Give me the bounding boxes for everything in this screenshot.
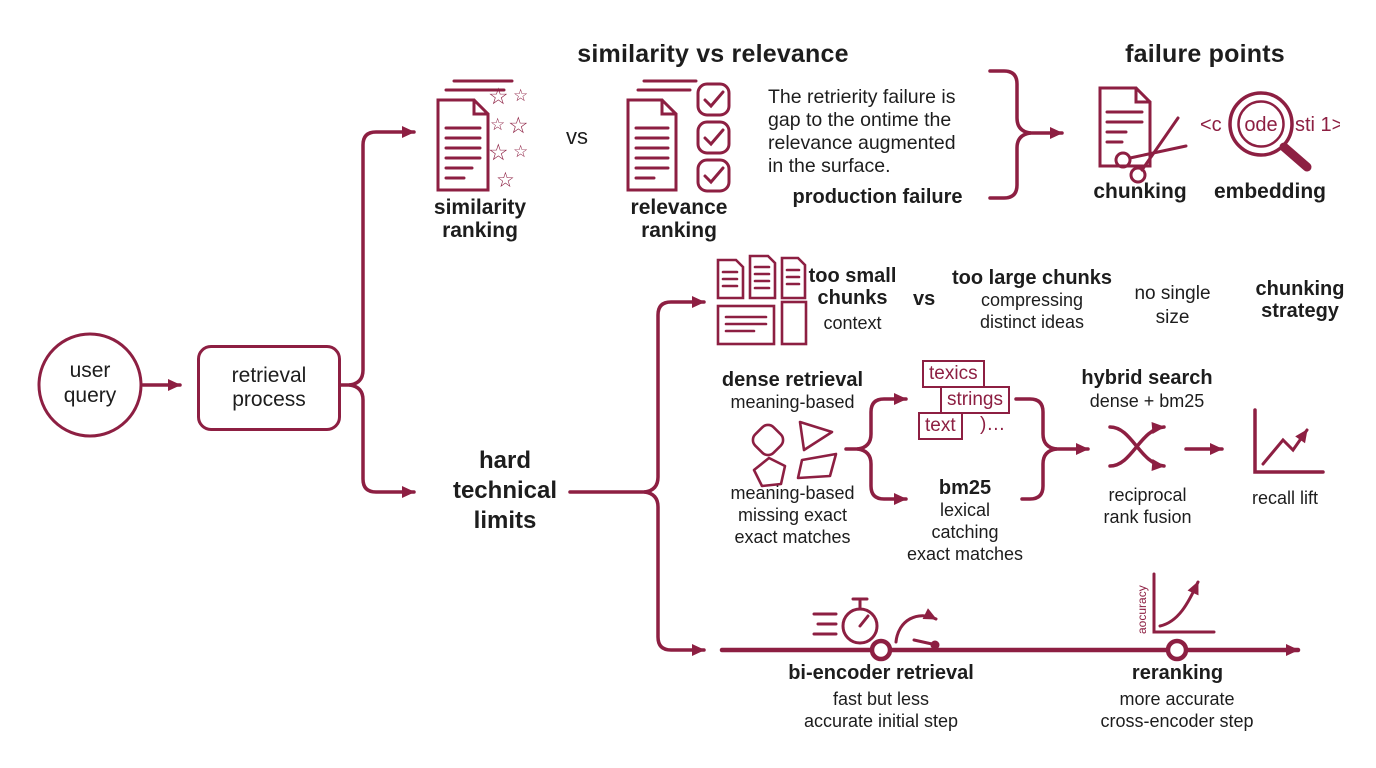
relevance-ranking-icon bbox=[626, 79, 731, 193]
too-large-chunks-label: too large chunks bbox=[951, 267, 1113, 289]
tag-suffix: )… bbox=[980, 414, 1006, 435]
svg-text:☆: ☆ bbox=[513, 142, 528, 162]
user-query-label: user query bbox=[63, 359, 117, 408]
production-failure-label: production failure bbox=[792, 186, 963, 208]
similarity-section-title: similarity vs relevance bbox=[577, 40, 849, 68]
svg-text:☆: ☆ bbox=[496, 168, 515, 192]
rank-fusion-icon bbox=[1108, 422, 1166, 471]
svg-text:☆: ☆ bbox=[488, 84, 509, 110]
svg-text:☆: ☆ bbox=[513, 86, 528, 106]
bm25-sub: lexical catching exact matches bbox=[906, 500, 1024, 564]
retrieval-process-label: retrieval process bbox=[231, 363, 307, 411]
vs-top-label: vs bbox=[566, 124, 588, 149]
similarity-ranking-icon: ☆☆ ☆☆ ☆☆ ☆ bbox=[436, 79, 529, 192]
hybrid-search-title: hybrid search bbox=[1081, 367, 1213, 389]
tag-strings: strings bbox=[940, 386, 1010, 414]
vs-chunks-label: vs bbox=[913, 288, 936, 310]
similarity-paragraph: The retrierity failure is gap to the ont… bbox=[768, 86, 956, 177]
svg-text:☆: ☆ bbox=[488, 140, 509, 166]
tag-text: text bbox=[918, 412, 963, 440]
relevance-ranking-label: relevance ranking bbox=[630, 196, 728, 243]
reranking-title: reranking bbox=[1131, 662, 1224, 684]
gauge-icon bbox=[894, 608, 940, 650]
rank-fusion-caption: reciprocal rank fusion bbox=[1103, 485, 1192, 527]
embedding-icon: <c sti 1> ode bbox=[1200, 91, 1340, 172]
chunking-strategy-label: chunking strategy bbox=[1255, 278, 1345, 323]
hard-limits-label: hard technical limits bbox=[452, 447, 558, 534]
svg-text:☆: ☆ bbox=[508, 113, 529, 139]
too-small-chunks-sub: context bbox=[823, 313, 882, 333]
embedding-label: embedding bbox=[1213, 180, 1326, 203]
tag-texics: texics bbox=[922, 360, 985, 388]
chunking-icon bbox=[1098, 86, 1188, 184]
dense-retrieval-caption: meaning-based missing exact exact matche… bbox=[730, 483, 855, 547]
too-large-chunks-sub: compressing distinct ideas bbox=[979, 290, 1085, 332]
hybrid-search-sub: dense + bm25 bbox=[1089, 391, 1205, 411]
dense-retrieval-sub: meaning-based bbox=[730, 392, 855, 412]
failure-points-title: failure points bbox=[1125, 40, 1285, 68]
stopwatch-icon bbox=[812, 597, 879, 645]
dense-retrieval-title: dense retrieval bbox=[721, 369, 864, 391]
too-small-chunks-label: too small chunks bbox=[808, 265, 897, 310]
svg-text:☆: ☆ bbox=[490, 115, 505, 135]
bi-encoder-sub: fast but less accurate initial step bbox=[803, 689, 959, 731]
accuracy-axis-label: aocuracy bbox=[1135, 585, 1149, 634]
chunking-label: chunking bbox=[1093, 180, 1187, 203]
similarity-ranking-label: similarity ranking bbox=[433, 196, 527, 243]
bi-encoder-title: bi-encoder retrieval bbox=[788, 662, 974, 684]
chunks-icon bbox=[716, 254, 808, 346]
speed-icons bbox=[812, 597, 940, 650]
retrieval-process-box: retrieval process bbox=[197, 345, 341, 431]
scissors-glyph bbox=[1114, 116, 1188, 184]
embedding-code-mid-text: ode bbox=[1244, 114, 1277, 136]
recall-lift-caption: recall lift bbox=[1251, 488, 1318, 508]
accuracy-chart-icon: aocuracy bbox=[1135, 572, 1216, 634]
no-single-size-label: no single size bbox=[1134, 283, 1211, 328]
recall-lift-chart-icon bbox=[1253, 408, 1325, 474]
shapes-icon bbox=[751, 420, 838, 488]
embedding-code-right-text: sti 1> bbox=[1295, 114, 1340, 136]
reranking-sub: more accurate cross-encoder step bbox=[1100, 689, 1254, 731]
embedding-code-left-text: <c bbox=[1200, 114, 1222, 136]
bm25-title: bm25 bbox=[938, 477, 992, 499]
